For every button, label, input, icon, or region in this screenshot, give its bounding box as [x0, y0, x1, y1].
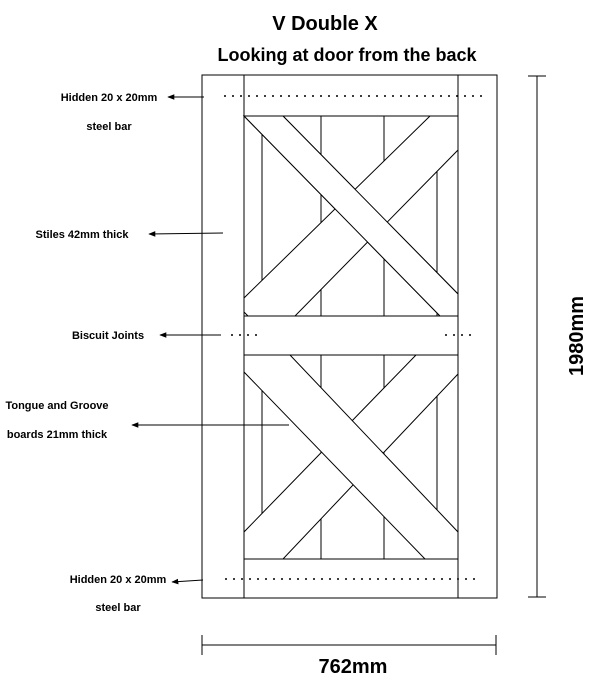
dot: [432, 95, 434, 97]
biscuit-joint-left-dots: [231, 334, 257, 336]
dot: [368, 95, 370, 97]
dot: [256, 95, 258, 97]
width-dimension-label: 762mm: [319, 656, 388, 676]
dot: [369, 578, 371, 580]
dot: [464, 95, 466, 97]
dot: [472, 95, 474, 97]
arrow-hidden-bar-bottom: [171, 578, 204, 585]
dot: [400, 95, 402, 97]
dot: [312, 95, 314, 97]
lower-brace-left-to-right: [243, 354, 459, 560]
dot: [376, 95, 378, 97]
dot: [337, 578, 339, 580]
dot: [408, 95, 410, 97]
right-stile: [457, 74, 498, 599]
dot: [272, 95, 274, 97]
dot: [465, 578, 467, 580]
dot: [456, 95, 458, 97]
dot: [304, 95, 306, 97]
dot: [377, 578, 379, 580]
dot: [353, 578, 355, 580]
dot: [231, 334, 233, 336]
left-stile: [201, 74, 245, 599]
dot: [264, 95, 266, 97]
dot: [424, 95, 426, 97]
dot: [280, 95, 282, 97]
dot: [433, 578, 435, 580]
label-hidden-bar-top-line1: Hidden 20 x 20mm: [61, 92, 158, 104]
dot: [241, 578, 243, 580]
dot: [249, 578, 251, 580]
dot: [320, 95, 322, 97]
dot: [232, 95, 234, 97]
dot: [361, 578, 363, 580]
dot: [345, 578, 347, 580]
upper-brace-left-to-right-overlay: [242, 115, 459, 317]
label-stiles: Stiles 42mm thick: [36, 229, 130, 241]
dot: [344, 95, 346, 97]
dot: [257, 578, 259, 580]
dot: [416, 95, 418, 97]
dot: [289, 578, 291, 580]
dot: [247, 334, 249, 336]
dot: [448, 95, 450, 97]
dot: [385, 578, 387, 580]
arrow-stiles: [148, 231, 224, 237]
dot: [352, 95, 354, 97]
label-hidden-bar-bottom-line1: Hidden 20 x 20mm: [70, 574, 167, 586]
label-hidden-bar-top-line2: steel bar: [86, 121, 132, 133]
dot: [281, 578, 283, 580]
diagram-subtitle: Looking at door from the back: [217, 45, 477, 65]
dot: [457, 578, 459, 580]
dot: [248, 95, 250, 97]
height-dimension-label: 1980mm: [566, 296, 588, 376]
dot: [225, 578, 227, 580]
dot: [480, 95, 482, 97]
label-tongue-groove-line2: boards 21mm thick: [7, 429, 108, 441]
dot: [392, 95, 394, 97]
dot: [321, 578, 323, 580]
dot: [360, 95, 362, 97]
dot: [449, 578, 451, 580]
dot: [305, 578, 307, 580]
label-biscuit-joints: Biscuit Joints: [72, 330, 144, 342]
dot: [384, 95, 386, 97]
hidden-bar-bottom-dots: [225, 578, 475, 580]
dot: [440, 95, 442, 97]
dot: [417, 578, 419, 580]
dot: [469, 334, 471, 336]
hidden-bar-top-dots: [224, 95, 482, 97]
dot: [296, 95, 298, 97]
dot: [224, 95, 226, 97]
dot: [239, 334, 241, 336]
dot: [328, 95, 330, 97]
diagram-title: V Double X: [272, 13, 378, 35]
dot: [273, 578, 275, 580]
dot: [288, 95, 290, 97]
dot: [445, 334, 447, 336]
dot: [473, 578, 475, 580]
dot: [453, 334, 455, 336]
dot: [401, 578, 403, 580]
dot: [393, 578, 395, 580]
dot: [297, 578, 299, 580]
width-dimension: [201, 635, 497, 655]
dot: [240, 95, 242, 97]
dot: [336, 95, 338, 97]
dot: [233, 578, 235, 580]
dot: [461, 334, 463, 336]
dot: [409, 578, 411, 580]
dot: [255, 334, 257, 336]
dot: [441, 578, 443, 580]
dot: [265, 578, 267, 580]
height-dimension: [528, 75, 546, 598]
dot: [313, 578, 315, 580]
dot: [329, 578, 331, 580]
label-hidden-bar-bottom-line2: steel bar: [95, 602, 141, 614]
biscuit-joint-right-dots: [445, 334, 471, 336]
label-tongue-groove-line1: Tongue and Groove: [5, 400, 108, 412]
dot: [425, 578, 427, 580]
